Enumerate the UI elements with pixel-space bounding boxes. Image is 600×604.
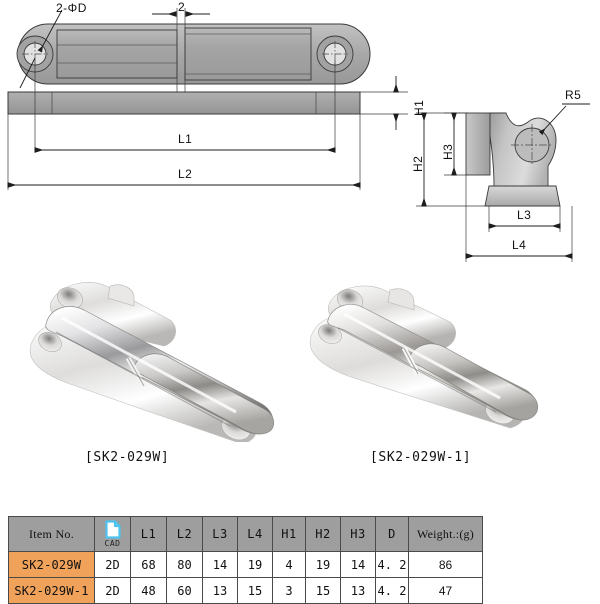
label-h2: H2 xyxy=(411,155,425,172)
front-view-bar xyxy=(7,60,361,190)
header-l1: L1 xyxy=(130,516,167,552)
spec-table: Item No. CAD L1 L2 L3 L4 xyxy=(8,516,483,604)
label-l3: L3 xyxy=(517,208,532,222)
dimension-l4 xyxy=(465,175,573,262)
header-cad: CAD xyxy=(94,516,131,552)
cell-d: 4. 2 xyxy=(375,551,409,578)
dimension-l3 xyxy=(488,206,561,232)
side-view xyxy=(465,103,590,207)
technical-drawing xyxy=(7,8,590,262)
cell-l1: 68 xyxy=(130,551,167,578)
label-r5: R5 xyxy=(565,88,582,102)
spec-table-container: Item No. CAD L1 L2 L3 L4 xyxy=(8,516,483,604)
table-header-row: Item No. CAD L1 L2 L3 L4 xyxy=(8,516,483,552)
label-l1: L1 xyxy=(178,132,193,146)
cell-item-no: SK2-029W xyxy=(8,551,95,578)
header-weight: Weight.:(g) xyxy=(408,516,483,552)
header-h2: H2 xyxy=(305,516,341,552)
header-h3: H3 xyxy=(340,516,376,552)
label-hole-callout: 2-ΦD xyxy=(56,1,87,15)
product-photo-1 xyxy=(29,282,274,442)
header-cad-label: CAD xyxy=(104,539,121,548)
cell-h1: 4 xyxy=(272,551,306,578)
cell-h2: 19 xyxy=(305,551,341,578)
product-photo-2 xyxy=(309,285,538,429)
header-l2: L2 xyxy=(166,516,203,552)
cell-l2: 80 xyxy=(166,551,203,578)
product-caption-1: [SK2-029W] xyxy=(85,450,170,465)
label-h3: H3 xyxy=(441,143,455,160)
label-l2: L2 xyxy=(178,167,193,181)
dimension-h3 xyxy=(444,112,468,176)
cell-l4: 19 xyxy=(237,551,273,578)
header-item-no: Item No. xyxy=(8,516,95,552)
label-h1: H1 xyxy=(412,99,426,116)
header-l4: L4 xyxy=(237,516,273,552)
header-d: D xyxy=(375,516,409,552)
header-l3: L3 xyxy=(202,516,238,552)
cell-cad[interactable]: 2D xyxy=(94,551,131,578)
cell-l3: 14 xyxy=(202,551,238,578)
top-view-plan xyxy=(16,8,371,92)
label-gap-dim: 2 xyxy=(178,0,186,14)
header-h1: H1 xyxy=(272,516,306,552)
cell-weight: 86 xyxy=(408,551,483,578)
cell-h3: 14 xyxy=(340,551,376,578)
label-l4: L4 xyxy=(512,238,527,252)
product-caption-2: [SK2-029W-1] xyxy=(370,450,472,465)
dimension-h1 xyxy=(360,76,408,130)
cad-document-icon xyxy=(104,520,121,539)
table-row: SK2-029W 2D 68 80 14 19 4 19 14 4. 2 86 xyxy=(8,551,483,578)
